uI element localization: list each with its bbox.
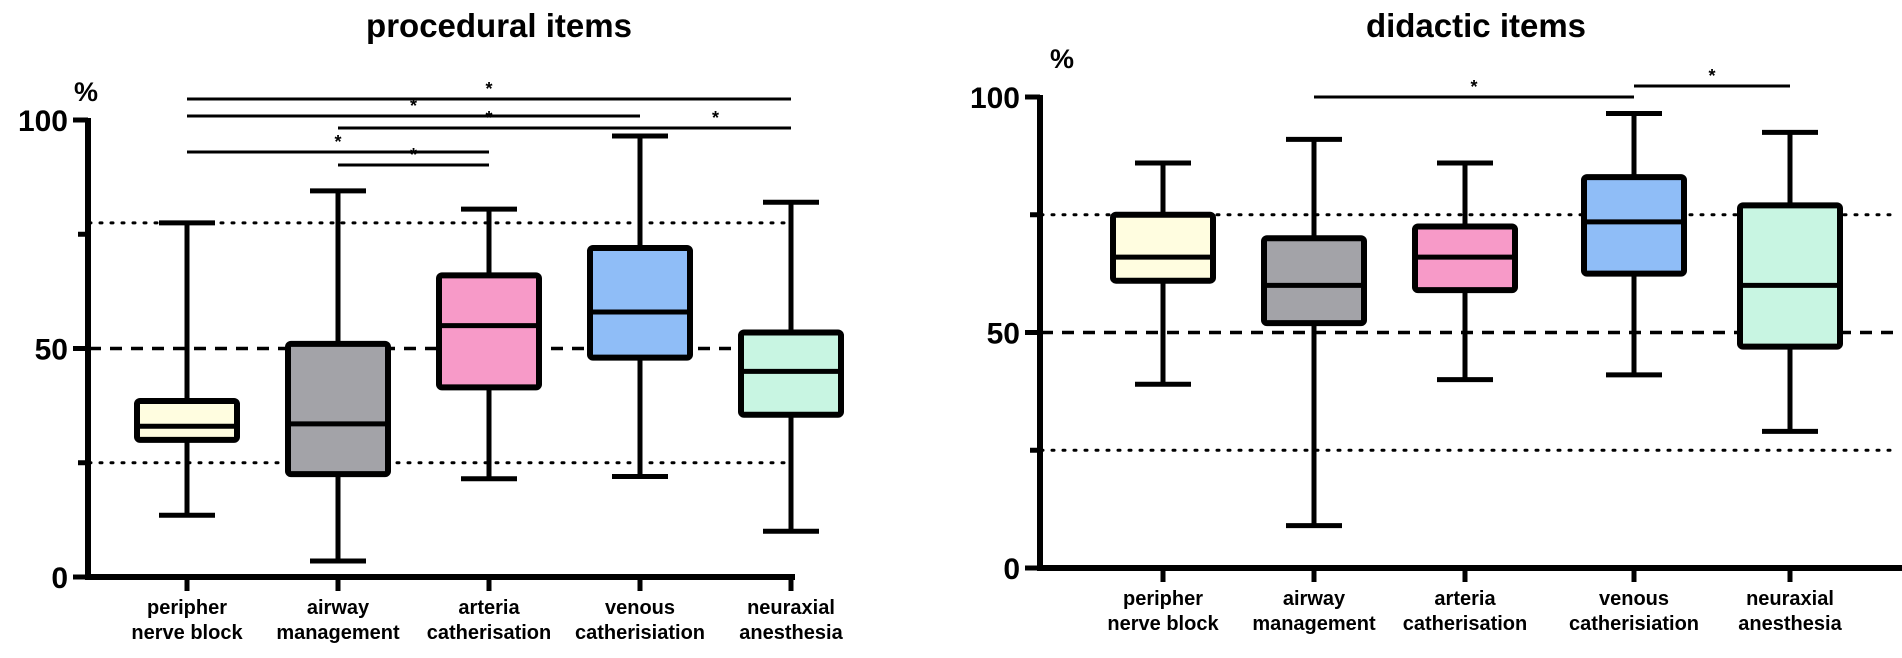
- category-label: arteria: [458, 597, 520, 619]
- box-iqr: [285, 340, 391, 478]
- category-label: catherisiation: [1569, 613, 1699, 635]
- significance-star: *: [1708, 66, 1715, 86]
- category-label: catherisation: [1403, 613, 1527, 635]
- box-iqr: [436, 272, 542, 391]
- box-iqr: [1737, 202, 1843, 350]
- y-tick-label: 50: [987, 318, 1020, 351]
- chart-title: procedural items: [366, 7, 632, 44]
- y-tick-label: 50: [35, 334, 68, 367]
- chart-panel-2: didactic items% 0 50 100 peripher nerve block…: [970, 7, 1902, 635]
- category-label: airway: [307, 597, 370, 619]
- category-label: peripher: [147, 597, 227, 619]
- significance-star: *: [410, 145, 417, 165]
- chart-panel-1: procedural items% 0 50 100 peripher nerve blo…: [18, 7, 844, 644]
- category-label: arteria: [1434, 588, 1496, 610]
- significance-star: *: [485, 79, 492, 99]
- box-iqr: [1581, 174, 1687, 277]
- y-tick-label: 0: [1003, 553, 1020, 586]
- category-label: catherisation: [427, 622, 551, 644]
- significance-star: *: [485, 108, 492, 128]
- category-label: management: [276, 622, 400, 644]
- category-label: catherisiation: [575, 622, 705, 644]
- box-5: [1737, 129, 1843, 434]
- significance-star: *: [334, 132, 341, 152]
- y-tick-label: 100: [970, 82, 1020, 115]
- box-5: [738, 199, 844, 534]
- category-label: peripher: [1123, 588, 1203, 610]
- box-3: [1412, 160, 1518, 383]
- box-iqr: [134, 398, 240, 443]
- category-label: nerve block: [1107, 613, 1219, 635]
- box-iqr: [587, 244, 693, 361]
- box-3: [436, 206, 542, 482]
- chart-title: didactic items: [1366, 7, 1586, 44]
- category-label: neuraxial: [747, 597, 835, 619]
- significance-star: *: [1470, 77, 1477, 97]
- box-4: [1581, 110, 1687, 378]
- y-tick-label: 0: [51, 562, 68, 595]
- significance-star: *: [410, 96, 417, 116]
- y-axis-label: %: [1050, 44, 1074, 74]
- box-2: [1261, 136, 1367, 529]
- box-2: [285, 188, 391, 564]
- y-axis-label: %: [74, 77, 98, 107]
- category-label: airway: [1283, 588, 1346, 610]
- box-4: [587, 133, 693, 479]
- box-iqr: [1261, 235, 1367, 327]
- category-label: venous: [605, 597, 675, 619]
- significance-star: *: [712, 108, 719, 128]
- category-label: anesthesia: [739, 622, 843, 644]
- category-label: venous: [1599, 588, 1669, 610]
- box-iqr: [1110, 211, 1216, 284]
- box-1: [134, 220, 240, 518]
- category-label: management: [1252, 613, 1376, 635]
- y-tick-label: 100: [18, 105, 68, 138]
- category-label: nerve block: [131, 622, 243, 644]
- category-label: neuraxial: [1746, 588, 1834, 610]
- box-1: [1110, 160, 1216, 387]
- category-label: anesthesia: [1738, 613, 1842, 635]
